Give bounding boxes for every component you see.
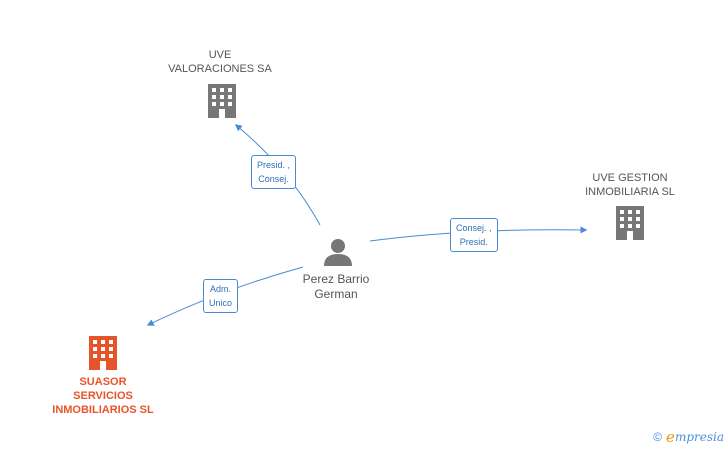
role-line: Presid. — [459, 237, 488, 247]
person-label[interactable]: Perez Barrio German — [286, 272, 386, 302]
company-name-line: INMOBILIARIA SL — [585, 186, 675, 198]
copyright-symbol: © — [653, 430, 663, 444]
company-name-line: VALORACIONES SA — [168, 63, 272, 75]
company-name-line: INMOBILIARIOS SL — [52, 404, 154, 416]
brand-logo-initial: e — [666, 428, 675, 446]
company-label-uve-valoraciones[interactable]: UVE VALORACIONES SA — [160, 48, 280, 76]
edge-label-adm-unico[interactable]: Adm. Unico — [203, 279, 239, 313]
person-name-line: German — [314, 287, 358, 301]
role-line: Consej. — [258, 174, 289, 184]
person-icon[interactable] — [324, 239, 352, 266]
company-label-suasor[interactable]: SUASOR SERVICIOS INMOBILIARIOS SL — [33, 375, 173, 417]
brand-logo-text: mpresia — [674, 430, 724, 444]
footer-brand[interactable]: © e mpresia — [653, 428, 724, 446]
company-name-line: SUASOR — [79, 376, 127, 388]
edge-label-presid-consej[interactable]: Presid. , Consej. — [251, 155, 297, 189]
building-icon-main[interactable] — [89, 336, 117, 370]
role-line: Presid. , — [257, 160, 291, 170]
role-line: Unico — [209, 298, 233, 308]
person-name-line: Perez Barrio — [302, 272, 370, 286]
building-icon[interactable] — [616, 206, 644, 240]
company-name-line: SERVICIOS — [73, 390, 133, 402]
role-line: Consej. , — [456, 223, 492, 233]
company-label-uve-gestion[interactable]: UVE GESTION INMOBILIARIA SL — [570, 171, 690, 199]
role-line: Adm. — [210, 284, 232, 294]
building-icon[interactable] — [208, 84, 236, 118]
company-name-line: UVE GESTION — [592, 172, 668, 184]
edge-label-consej-presid[interactable]: Consej. , Presid. — [450, 218, 498, 252]
company-name-line: UVE — [208, 49, 232, 61]
